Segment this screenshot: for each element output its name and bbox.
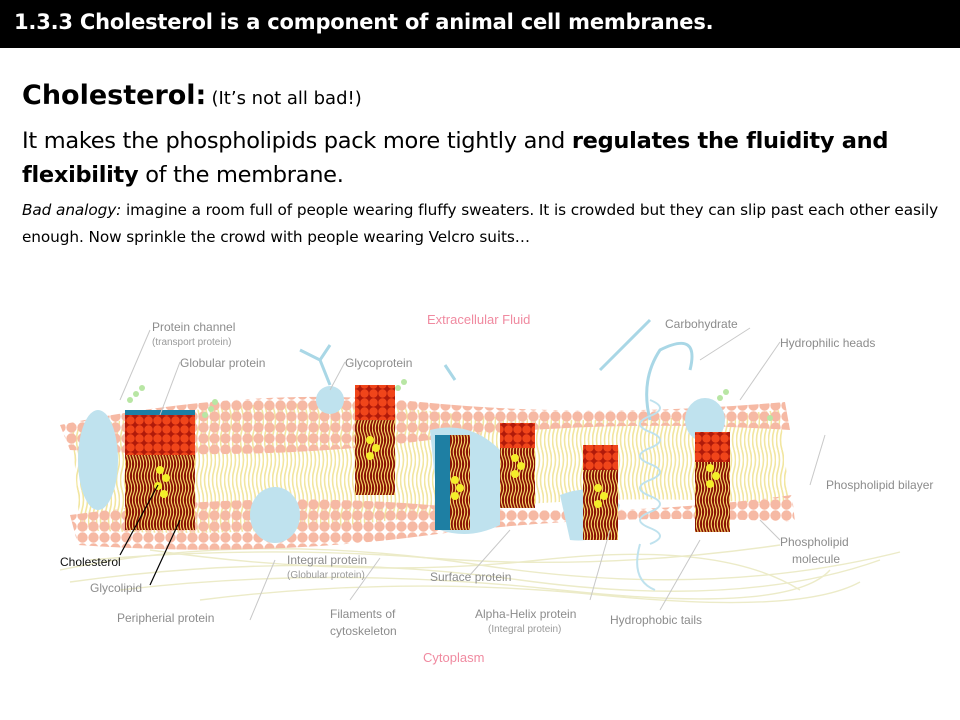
heading: Cholesterol: (It’s not all bad!) <box>22 80 362 111</box>
title-bar: 1.3.3 Cholesterol is a component of anim… <box>0 0 960 48</box>
label-integral-protein: Integral protein <box>287 553 367 567</box>
carbohydrate-chains <box>299 318 694 421</box>
label-filaments: Filaments of <box>330 607 396 621</box>
label-cholesterol: Cholesterol <box>60 555 121 569</box>
label-phospholipid-bilayer: Phospholipid bilayer <box>826 478 933 492</box>
label-hydrophobic-tails: Hydrophobic tails <box>610 613 702 627</box>
label-cytoplasm: Cytoplasm <box>423 650 484 665</box>
body-paragraph: It makes the phospholipids pack more tig… <box>22 124 952 192</box>
phospholipid-bilayer <box>60 396 795 550</box>
label-integral-protein-sub: (Globular protein) <box>287 570 365 581</box>
cholesterol-molecules <box>154 436 720 508</box>
cytoskeleton-filaments <box>59 544 901 604</box>
label-filaments-2: cytoskeleton <box>330 624 397 638</box>
label-protein-channel: Protein channel <box>152 320 235 334</box>
label-glycolipid: Glycolipid <box>90 581 142 595</box>
body-text-end: of the membrane. <box>138 162 344 188</box>
heading-title: Cholesterol: <box>22 80 207 111</box>
label-hydrophilic-heads: Hydrophilic heads <box>780 336 875 350</box>
label-phospholipid-molecule: Phospholipid <box>780 535 849 549</box>
analogy-text: imagine a room full of people wearing fl… <box>22 201 939 246</box>
leader-lines <box>119 327 826 621</box>
cell-membrane-diagram: Extracellular Fluid Cytoplasm Protein ch… <box>59 312 933 665</box>
label-carbohydrate: Carbohydrate <box>665 317 738 331</box>
analogy-paragraph: Bad analogy: imagine a room full of peop… <box>22 197 957 251</box>
cutaway-block <box>355 385 395 495</box>
cutaway-block <box>583 445 618 540</box>
label-globular-protein: Globular protein <box>180 356 265 370</box>
body-text-start: It makes the phospholipids pack more tig… <box>22 128 572 154</box>
body-text-bold: regulates the fluidity and flexibility <box>22 128 889 188</box>
glycolipid-chains <box>127 379 773 421</box>
alpha-helix-coil <box>636 399 661 591</box>
label-alpha-helix: Alpha-Helix protein <box>475 607 576 621</box>
label-surface-protein: Surface protein <box>430 570 511 584</box>
label-phospholipid-molecule-2: molecule <box>792 552 840 566</box>
slide-title: 1.3.3 Cholesterol is a component of anim… <box>14 10 714 34</box>
cutaway-block <box>435 435 470 530</box>
analogy-label: Bad analogy: <box>22 201 122 219</box>
label-extracellular: Extracellular Fluid <box>427 312 530 327</box>
label-alpha-helix-sub: (Integral protein) <box>488 624 561 635</box>
label-protein-channel-sub: (transport protein) <box>152 337 231 348</box>
cholesterol-cutaways <box>125 385 730 540</box>
cholesterol-pointers <box>119 484 181 586</box>
label-peripheral-protein: Peripherial protein <box>117 611 214 625</box>
label-glycoprotein: Glycoprotein <box>345 356 412 370</box>
heading-subtitle: (It’s not all bad!) <box>211 88 362 109</box>
